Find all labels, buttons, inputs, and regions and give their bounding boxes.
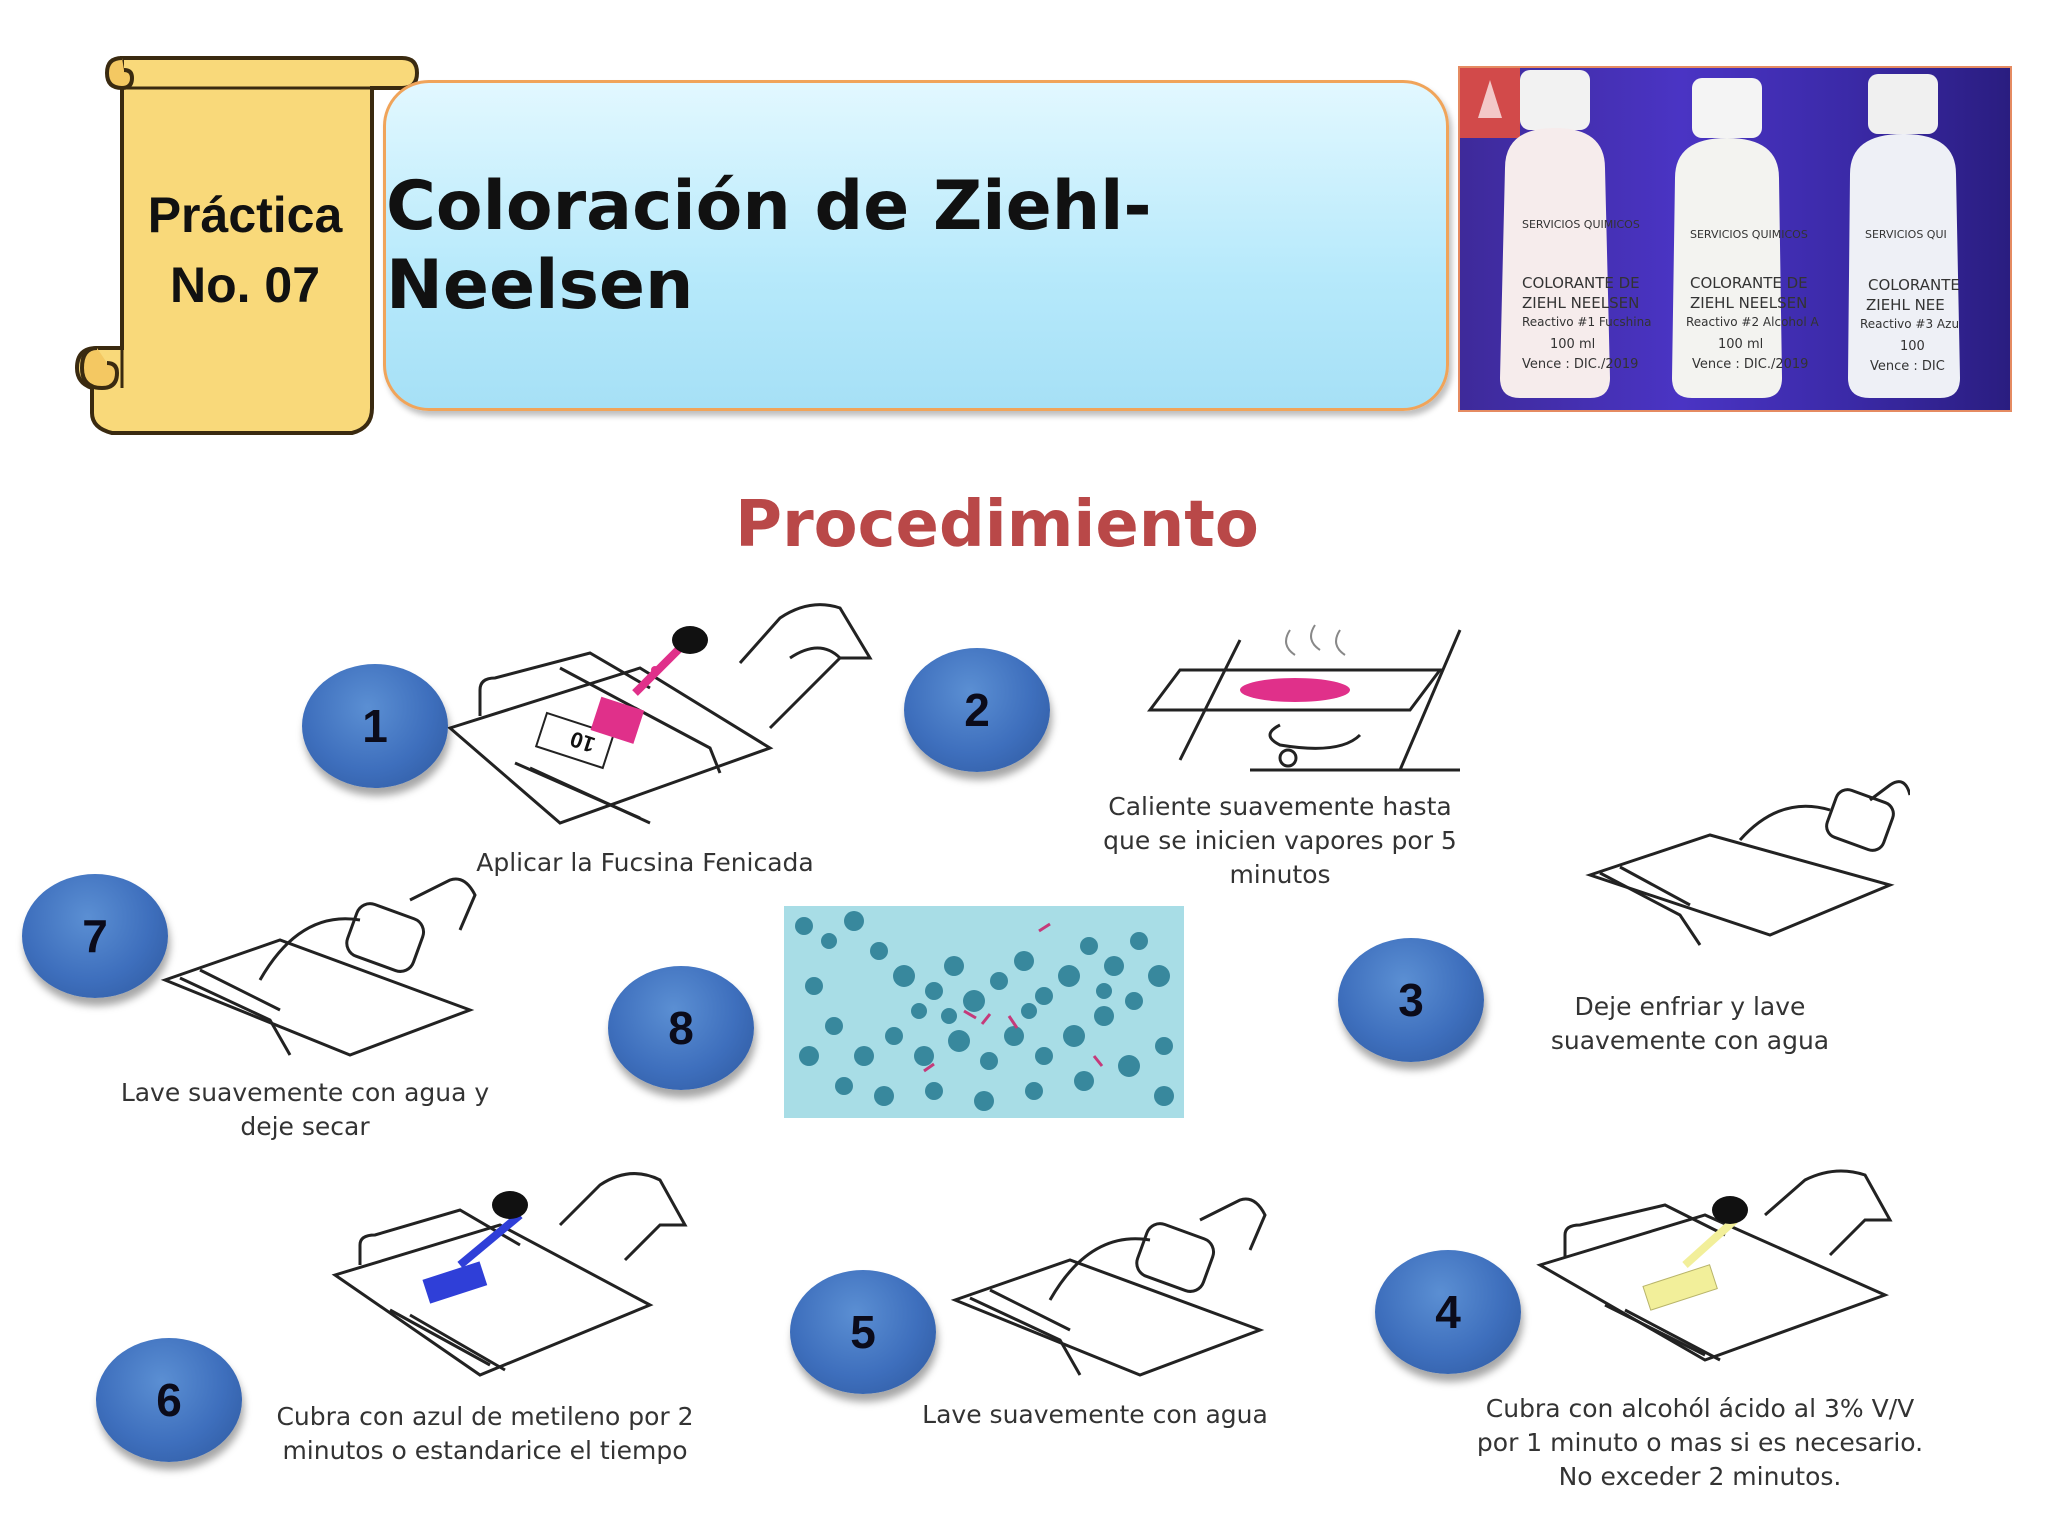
step-6-caption-line1: Cubra con azul de metileno por 2: [276, 1402, 694, 1431]
bottle-2-line3: Reactivo #2 Alcohol A: [1686, 315, 1820, 329]
dropper-bulb-icon: [672, 626, 708, 654]
step-3-caption: Deje enfriar y lave suavemente con agua: [1490, 990, 1890, 1058]
step-5-illustration: [950, 1197, 1267, 1377]
step-4-caption-line1: Cubra con alcohól ácido al 3% V/V: [1485, 1394, 1915, 1423]
title-box: Coloración de Ziehl-Neelsen: [383, 80, 1449, 411]
bottles-illustration: SERVICIOS QUIMICOS COLORANTE DE ZIEHL NE…: [1460, 68, 1960, 398]
acid-fast-bacilli: [923, 922, 1104, 1073]
step-4-badge: 4: [1375, 1250, 1521, 1374]
bottle-1-line3: Reactivo #1 Fucshina: [1522, 315, 1652, 329]
step-7-badge: 7: [22, 874, 168, 998]
methylene-blue-stain: [422, 1261, 488, 1304]
step-6-caption: Cubra con azul de metileno por 2 minutos…: [240, 1400, 730, 1468]
step-3-caption-line1: Deje enfriar y lave: [1574, 992, 1806, 1021]
bottle-2-company: SERVICIOS QUIMICOS: [1690, 228, 1808, 241]
bottle-1-line4: 100 ml: [1550, 337, 1595, 352]
bottle-1-line2: ZIEHL NEELSEN: [1522, 294, 1639, 312]
step-4-caption-line2: por 1 minuto o mas si es necesario.: [1476, 1428, 1924, 1457]
bottle-3-line2: ZIEHL NEE: [1866, 296, 1945, 314]
step-2-caption-line1: Caliente suavemente hasta: [1108, 792, 1452, 821]
bottle-3-company: SERVICIOS QUI: [1865, 228, 1947, 241]
step-5-badge: 5: [790, 1270, 936, 1394]
step-7-caption-line2: deje secar: [240, 1112, 370, 1141]
step-6-badge: 6: [96, 1338, 242, 1462]
bottle-2-line1: COLORANTE DE: [1690, 274, 1808, 292]
bottle-3-line4: 100: [1900, 339, 1925, 354]
step-2-badge: 2: [904, 648, 1050, 772]
step-2-illustration: [1147, 624, 1462, 772]
step-1-badge: 1: [302, 664, 448, 788]
step-1-illustration: 10: [446, 603, 873, 825]
step-8-badge: 8: [608, 966, 754, 1090]
practice-line2: No. 07: [169, 257, 321, 313]
step-1-caption-line1: Aplicar la Fucsina Fenicada: [476, 848, 814, 877]
step-4-caption-line3: No exceder 2 minutos.: [1558, 1462, 1842, 1491]
bottle-1-line1: COLORANTE DE: [1522, 274, 1640, 292]
step-6-caption-line2: minutos o estandarice el tiempo: [282, 1436, 688, 1465]
bacilli-micrograph: [784, 906, 1184, 1118]
bottle-3-line3: Reactivo #3 Azu: [1860, 317, 1959, 331]
step-7-caption-line1: Lave suavemente con agua y: [120, 1078, 490, 1107]
step-3-caption-line2: suavemente con agua: [1550, 1026, 1830, 1055]
bottle-2: [1672, 78, 1782, 398]
bottle-2-line5: Vence : DIC./2019: [1692, 357, 1808, 372]
bottle-3-line5: Vence : DIC: [1870, 359, 1945, 374]
step-5-caption-line1: Lave suavemente con agua: [922, 1400, 1268, 1429]
bottle-2-line2: ZIEHL NEELSEN: [1690, 294, 1807, 312]
microscope-image: [784, 906, 1184, 1118]
step-4-caption: Cubra con alcohól ácido al 3% V/V por 1 …: [1430, 1392, 1970, 1494]
acid-alcohol-stain: [1642, 1264, 1718, 1311]
scroll-banner: [74, 56, 420, 435]
page-title: Coloración de Ziehl-Neelsen: [386, 166, 1152, 325]
step-2-caption-line2: que se inicien vapores por 5: [1103, 826, 1457, 855]
fuchsin-stain: [590, 696, 645, 744]
step-3-badge: 3: [1338, 938, 1484, 1062]
stain-bottles-photo: SERVICIOS QUIMICOS COLORANTE DE ZIEHL NE…: [1458, 66, 2012, 412]
step-4-illustration: [1536, 1169, 1893, 1362]
practice-line1: Práctica: [147, 187, 343, 243]
bottle-1-line5: Vence : DIC./2019: [1522, 357, 1638, 372]
step-2-caption-line3: minutos: [1229, 860, 1331, 889]
step-6-illustration: [331, 1172, 688, 1377]
bottle-2-line4: 100 ml: [1718, 337, 1763, 352]
step-3-illustration: [1585, 780, 1910, 946]
procedure-title: Procedimiento: [735, 488, 1259, 562]
step-5-caption: Lave suavemente con agua: [880, 1398, 1310, 1432]
bottle-1: [1500, 70, 1610, 398]
step-7-illustration: [160, 877, 477, 1057]
step-1-caption: Aplicar la Fucsina Fenicada: [420, 846, 870, 880]
bottle-3-line1: COLORANTE: [1868, 276, 1960, 294]
bottle-1-company: SERVICIOS QUIMICOS: [1522, 218, 1640, 231]
heated-fuchsin: [1240, 678, 1350, 702]
bottle-3: [1848, 74, 1960, 398]
step-7-caption: Lave suavemente con agua y deje secar: [80, 1076, 530, 1144]
practice-label: Práctica No. 07: [130, 180, 360, 320]
step-2-caption: Caliente suavemente hasta que se inicien…: [1060, 790, 1500, 892]
